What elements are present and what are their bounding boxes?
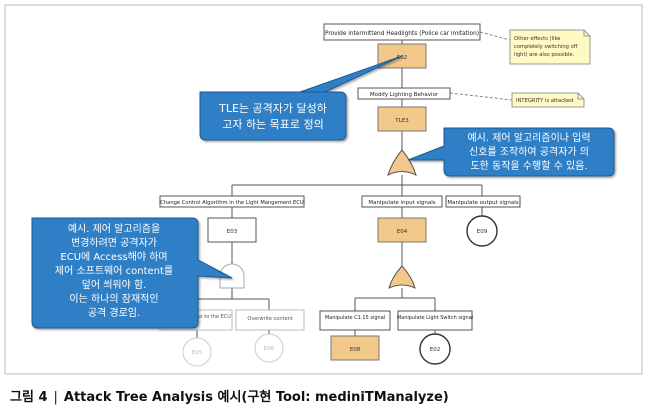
callout-example-input-line1: 예시. 제어 알고리즘이나 입력 xyxy=(467,131,590,144)
e06-circle[interactable] xyxy=(254,333,284,363)
figure-number: 그림 4 xyxy=(10,390,48,405)
tle3-box[interactable] xyxy=(377,106,427,132)
manip-output-box[interactable] xyxy=(445,195,521,208)
or-gate-icon xyxy=(387,149,417,176)
e05-label: E05 xyxy=(192,350,203,356)
note-integrity: INTEGRITY is attacked xyxy=(511,92,585,108)
overwrite-label: Overwrite content xyxy=(247,316,292,322)
e03-label: E03 xyxy=(227,229,238,235)
e05-circle[interactable] xyxy=(182,337,212,367)
callout-tle: TLE는 공격자가 달성하 고자 하는 목표로 정의 xyxy=(199,55,403,141)
tle3-label: TLE3 xyxy=(394,118,409,124)
manip-input-label: Manipulate input signals xyxy=(368,200,435,206)
e03-box[interactable] xyxy=(207,217,257,243)
e09-circle[interactable] xyxy=(466,215,498,247)
callout-example-ecu-line7: 공격 경로임. xyxy=(88,306,140,319)
callout-example-input-line2: 신호를 조작하여 공격자가 의 xyxy=(469,145,589,158)
figure-title: Attack Tree Analysis 예시(구현 Tool: mediniT… xyxy=(63,390,449,405)
change-control-box[interactable] xyxy=(159,195,305,208)
callout-example-ecu-line6: 이는 하나의 잠재적인 xyxy=(69,292,158,305)
note-connector xyxy=(449,92,513,101)
manip-c1-label: Manipulate C1.15 signal xyxy=(325,315,385,321)
manip-input-box[interactable] xyxy=(361,195,443,208)
callout-example-ecu-line2: 변경하려면 공격자가 xyxy=(71,236,157,249)
e02b-label: E02 xyxy=(430,347,440,353)
note-connector xyxy=(479,31,511,41)
callout-tle-line2: 고자 하는 목표로 정의 xyxy=(222,117,324,131)
callout-tle-line1: TLE는 공격자가 달성하 xyxy=(218,101,327,115)
overwrite-box[interactable] xyxy=(235,309,305,331)
figure-caption: 그림 4 | Attack Tree Analysis 예시(구현 Tool: me… xyxy=(10,386,449,405)
e08-label: E08 xyxy=(350,347,361,353)
change-control-label: Change Control Algorithm in the Light Ma… xyxy=(160,200,304,206)
e06-label: E06 xyxy=(264,346,275,352)
callout-example-input-line3: 도한 동작을 수행할 수 있음. xyxy=(470,160,587,172)
e02b-circle[interactable] xyxy=(419,333,451,365)
e09-label: E09 xyxy=(477,229,488,235)
caption-separator: | xyxy=(53,390,58,405)
e04-label: E04 xyxy=(397,229,408,235)
manip-ls-label: Manipulate Light Switch signal xyxy=(397,315,473,321)
callout-example-input: 예시. 제어 알고리즘이나 입력 신호를 조작하여 공격자가 의 도한 동작을 … xyxy=(407,127,615,177)
manip-ls-box[interactable] xyxy=(397,310,473,331)
connector-lines xyxy=(196,40,483,338)
callout-example-ecu-line1: 예시. 제어 알고리즘을 xyxy=(68,223,160,235)
manip-c1-box[interactable] xyxy=(319,310,391,331)
modify-lighting-label: Modify Lighting Behavior xyxy=(370,92,439,98)
goal-e02-label: E02 xyxy=(397,55,407,61)
note-other-effects-line2: completely switching off xyxy=(514,44,578,50)
top-goal-label: Provide intermittend Headlights (Police … xyxy=(325,31,479,37)
top-goal-box[interactable] xyxy=(323,23,481,41)
note-integrity-label: INTEGRITY is attacked xyxy=(516,98,573,104)
callout-example-ecu-line3: ECU에 Access해야 하며 xyxy=(60,250,167,263)
callout-example-ecu-line4: 제어 소프트웨어 content를 xyxy=(55,265,173,277)
note-other-effects: Other effects (like completely switching… xyxy=(509,29,591,65)
note-other-effects-line1: Other effects (like xyxy=(514,36,561,42)
or-gate-icon xyxy=(388,265,416,289)
manip-output-label: Manipulate output signals xyxy=(447,200,518,206)
note-other-effects-line3: light) are also possible. xyxy=(514,52,575,58)
callout-example-ecu: 예시. 제어 알고리즘을 변경하려면 공격자가 ECU에 Access해야 하며… xyxy=(31,217,233,329)
e04-box[interactable] xyxy=(377,217,427,243)
modify-lighting-box[interactable] xyxy=(357,87,451,100)
callout-example-ecu-line5: 덮어 씌워야 함. xyxy=(82,278,147,291)
e08-box[interactable] xyxy=(330,335,380,361)
